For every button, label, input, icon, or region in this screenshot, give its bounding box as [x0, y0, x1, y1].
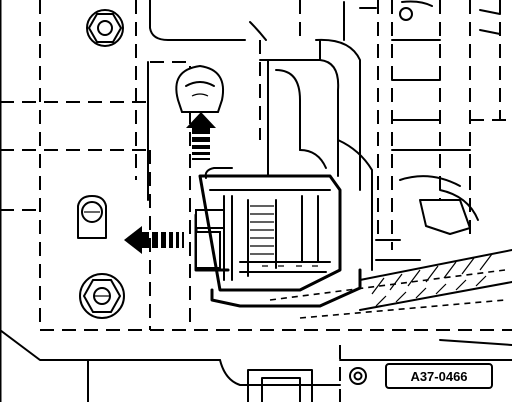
upper-bracket: [249, 1, 377, 271]
reference-code-text: A37-0466: [410, 369, 467, 384]
bolt-middle: [77, 195, 107, 239]
bolt-lower: [79, 273, 125, 319]
central-component: [194, 167, 362, 308]
bolt-top: [86, 9, 124, 47]
screw-small: [349, 367, 367, 385]
arrow-up-icon: [186, 112, 216, 160]
right-housing: [375, 0, 501, 261]
nut-upper: [147, 61, 224, 201]
base-plate: [359, 249, 512, 311]
arrow-left-icon: [124, 226, 184, 254]
reference-label: A37-0466: [385, 363, 493, 389]
